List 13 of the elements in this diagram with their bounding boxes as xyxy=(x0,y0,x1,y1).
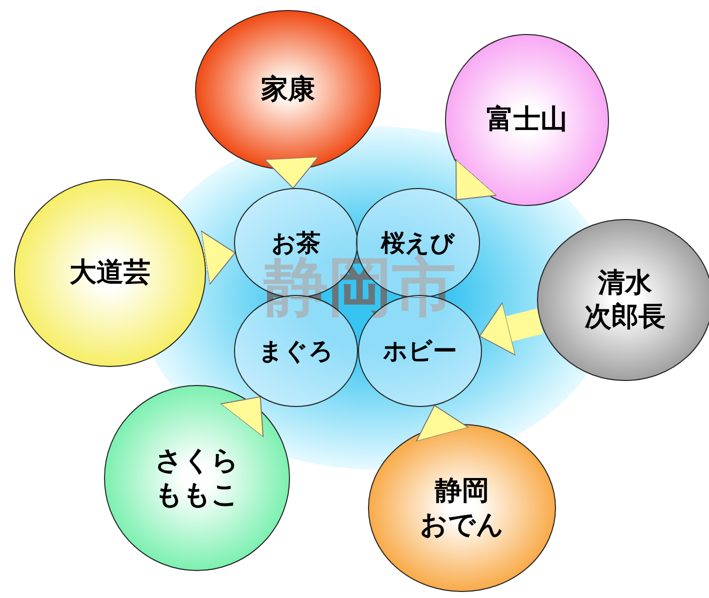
block-arrow xyxy=(200,230,238,285)
block-arrow xyxy=(264,156,320,189)
node-label: 大道芸 xyxy=(70,256,150,290)
node-label: 清水次郎長 xyxy=(584,266,666,334)
node-label: 静岡おでん xyxy=(420,474,504,542)
node-label: ホビー xyxy=(383,336,457,366)
node-label: 家康 xyxy=(261,73,315,107)
node-label: 桜えび xyxy=(381,228,455,257)
block-arrow xyxy=(476,302,544,356)
node-label: まぐろ xyxy=(258,336,334,366)
block-arrow xyxy=(416,402,469,442)
node-label: さくらももこ xyxy=(155,444,239,512)
node-label: 富士山 xyxy=(486,103,568,137)
